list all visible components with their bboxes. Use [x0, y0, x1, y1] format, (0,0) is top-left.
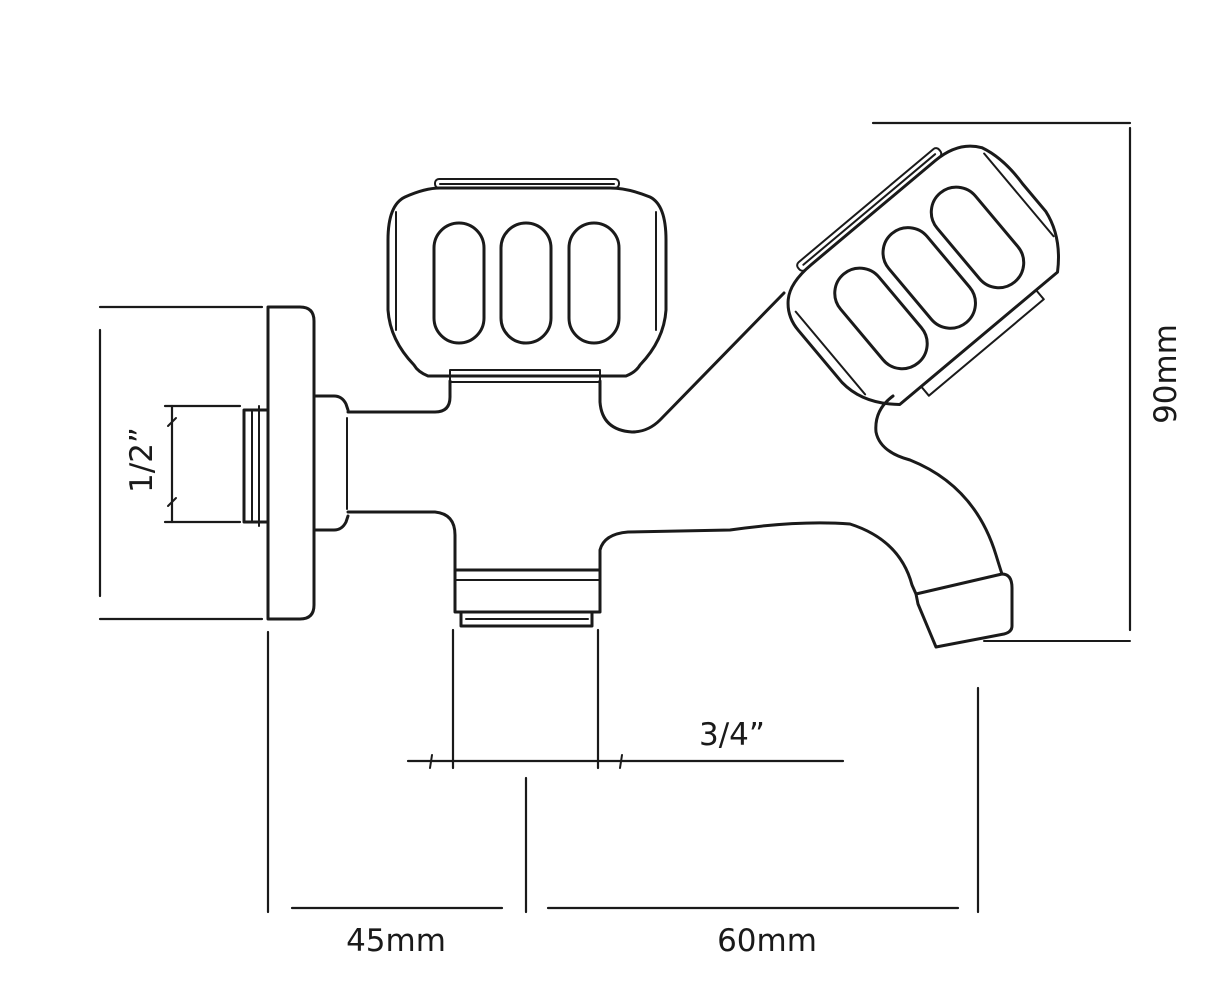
- dim-label-height: 90mm: [1148, 324, 1184, 424]
- dim-label-depth-spout: 60mm: [717, 923, 817, 959]
- dim-depth: [266, 630, 980, 914]
- wall-flange: [266, 305, 350, 621]
- dim-label-inlet-thread: 1/2”: [124, 427, 160, 493]
- outlet-connector: [453, 568, 602, 628]
- dim-height: [871, 121, 1132, 632]
- top-valve-handle: [386, 178, 668, 383]
- dim-inlet-thread: [98, 305, 264, 621]
- inlet-thread: [242, 405, 270, 527]
- dim-outlet-thread: [406, 628, 845, 770]
- dim-label-depth-wall: 45mm: [346, 923, 446, 959]
- dim-label-outlet-thread: 3/4”: [699, 717, 765, 753]
- diagonal-valve-handle: [786, 144, 1060, 407]
- faucet-body: [346, 291, 1131, 649]
